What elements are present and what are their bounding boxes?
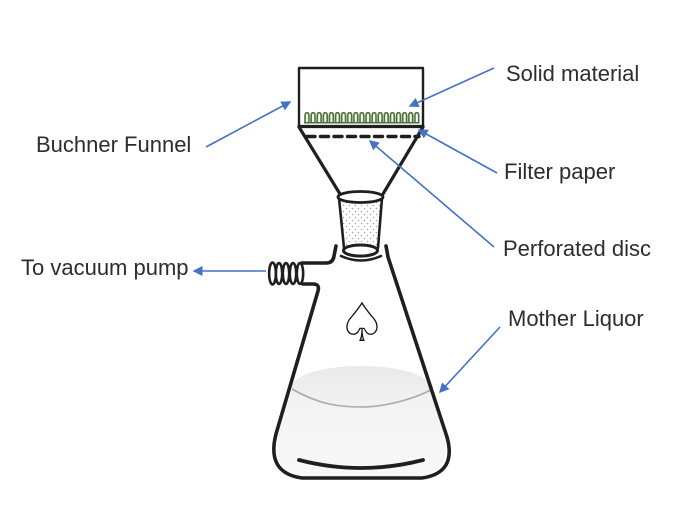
label-filter-paper: Filter paper (504, 159, 616, 184)
arrow-perforated-disc (368, 140, 495, 248)
arrow-filter-paper (417, 129, 498, 174)
arrow-solid-material (408, 67, 495, 108)
liquid-front-rim (291, 388, 432, 408)
liquid-body (276, 390, 447, 476)
label-perforated-disc: Perforated disc (503, 236, 651, 261)
hose-barb-ridges (267, 261, 305, 286)
flask-base-curve (297, 458, 425, 470)
label-solid-material: Solid material (506, 61, 640, 86)
label-mother-liquor: Mother Liquor (508, 306, 644, 331)
label-buchner-funnel: Buchner Funnel (36, 132, 192, 157)
arrow-mother-liquor (438, 326, 501, 394)
solid-material-band (304, 110, 420, 123)
filter-flask-outline (272, 244, 452, 480)
liquid-surface (292, 366, 430, 408)
label-to-vacuum-pump: To vacuum pump (21, 255, 189, 280)
flask-mouth (339, 254, 383, 262)
spade-icon: ♤ (337, 291, 387, 354)
arrow-buchner-funnel (205, 101, 292, 148)
funnel-stem-joint (336, 190, 385, 258)
side-arm-opening (267, 261, 278, 286)
